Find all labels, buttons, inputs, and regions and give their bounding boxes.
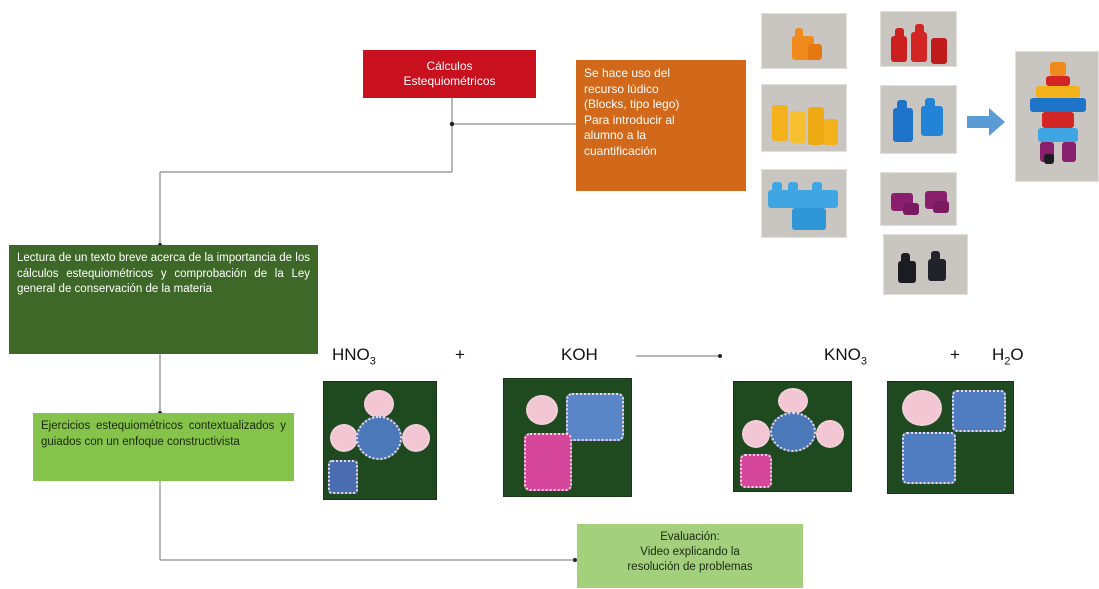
- felt-model-koh: [503, 378, 632, 497]
- lego-line-5: alumno a la: [584, 128, 647, 142]
- blue-arrow-icon: [967, 108, 1005, 136]
- felt-model-h2o: [887, 381, 1014, 494]
- arrowhead-dot: [573, 558, 577, 562]
- lego-figure-photo: [1015, 51, 1099, 182]
- equation-product-2: H2O: [992, 345, 1024, 367]
- evaluacion-line-3: resolución de problemas: [627, 561, 753, 573]
- lego-line-6: cuantificación: [584, 143, 657, 158]
- arrowhead-dot: [449, 121, 455, 127]
- lego-line-3: (Blocks, tipo lego): [584, 97, 680, 111]
- equation-product-1: KNO3: [824, 345, 867, 367]
- arrowhead-dot: [718, 354, 722, 358]
- lego-photo-black: [883, 234, 968, 295]
- title-box: Cálculos Estequiométricos: [363, 50, 536, 98]
- lego-line-4: Para introducir al: [584, 112, 675, 127]
- lego-resource-box: Se hace uso del recurso lúdico (Blocks, …: [576, 60, 746, 191]
- evaluacion-line-1: Evaluación:: [660, 531, 720, 543]
- lego-photo-red: [880, 11, 957, 67]
- equation-reactant-2: KOH: [561, 345, 598, 364]
- lego-photo-orange: [761, 13, 847, 69]
- equation-reactant-1: HNO3: [332, 345, 376, 367]
- product-1-base: KNO: [824, 345, 861, 364]
- equation-plus-1: +: [455, 345, 465, 364]
- lego-photo-blue: [880, 85, 957, 154]
- reactant-1-subscript: 3: [369, 355, 376, 368]
- felt-model-kno3: [733, 381, 852, 492]
- product-2-subscript: 2: [1004, 355, 1011, 368]
- evaluacion-line-2: Video explicando la: [640, 546, 740, 558]
- product-2-pre: H: [992, 345, 1005, 364]
- product-2-post: O: [1010, 345, 1024, 364]
- lectura-box: Lectura de un texto breve acerca de la i…: [9, 245, 318, 354]
- lego-line-2: recurso lúdico: [584, 81, 659, 96]
- product-1-subscript: 3: [860, 355, 867, 368]
- lego-photo-purple: [880, 172, 957, 226]
- equation-plus-2: +: [950, 345, 960, 364]
- felt-model-hno3: [323, 381, 437, 500]
- lego-photo-light-blue: [761, 169, 847, 238]
- reactant-1-base: HNO: [332, 345, 370, 364]
- title-line-1: Cálculos: [426, 59, 473, 73]
- lego-photo-yellow: [761, 84, 847, 152]
- evaluacion-box: Evaluación: Video explicando la resoluci…: [577, 524, 803, 588]
- lego-line-1: Se hace uso del: [584, 66, 671, 80]
- ejercicios-box: Ejercicios estequiométricos contextualiz…: [33, 413, 294, 481]
- title-line-2: Estequiométricos: [403, 74, 496, 88]
